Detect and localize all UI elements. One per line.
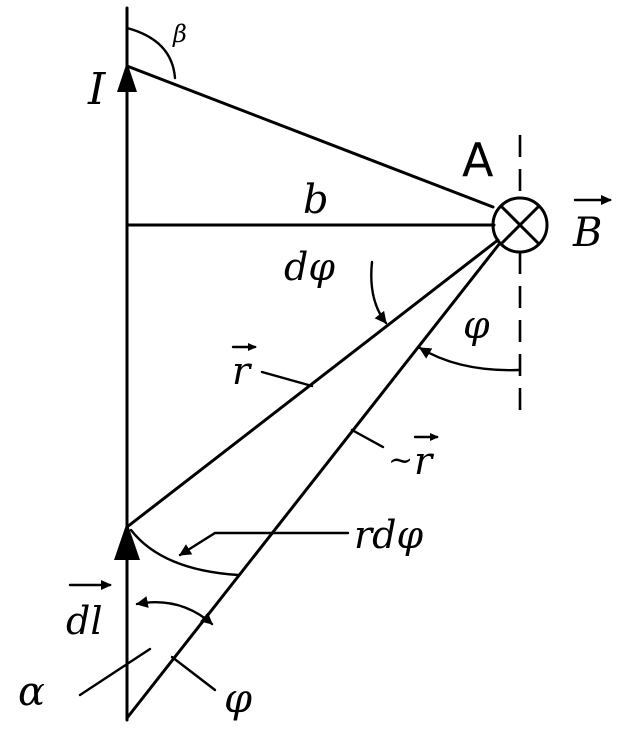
r-leader (260, 370, 314, 388)
label-field: B (572, 210, 602, 256)
alpha-leader (78, 647, 152, 697)
label-dphi: dφ (284, 245, 335, 289)
phi-top-arc (418, 346, 521, 372)
label-point-a: A (462, 133, 494, 187)
label-r: r (232, 349, 253, 393)
r-prime-line (125, 241, 502, 720)
label-rdphi: rdφ (354, 513, 423, 557)
top-line (125, 64, 495, 209)
angle-arc (135, 596, 214, 626)
rdphi-pointer (178, 531, 350, 557)
label-dl: dl (66, 599, 102, 643)
rdphi-arc (129, 528, 240, 577)
label-alpha: α (18, 669, 45, 715)
dl-vector-tip (101, 580, 112, 590)
label-approx-r: r (414, 439, 435, 483)
current-arrowhead (117, 62, 137, 92)
r-tilde-leader (350, 428, 385, 449)
label-current: I (87, 64, 107, 115)
r-vector-tip (248, 343, 257, 351)
label-phi-bottom: φ (224, 676, 252, 722)
r-tilde-vector-tip (430, 433, 439, 441)
dl-arrowhead (114, 522, 140, 560)
cross-line-2 (499, 204, 541, 246)
r-line (125, 238, 500, 529)
phi-bottom-leader (170, 655, 217, 692)
b-vector-tip (601, 195, 612, 205)
label-approx-tilde: ~ (388, 443, 413, 478)
label-beta: β (172, 20, 187, 48)
dphi-pointer (370, 260, 388, 325)
beta-arc (125, 26, 177, 80)
label-phi-top: φ (463, 303, 490, 347)
label-distance: b (303, 177, 329, 223)
